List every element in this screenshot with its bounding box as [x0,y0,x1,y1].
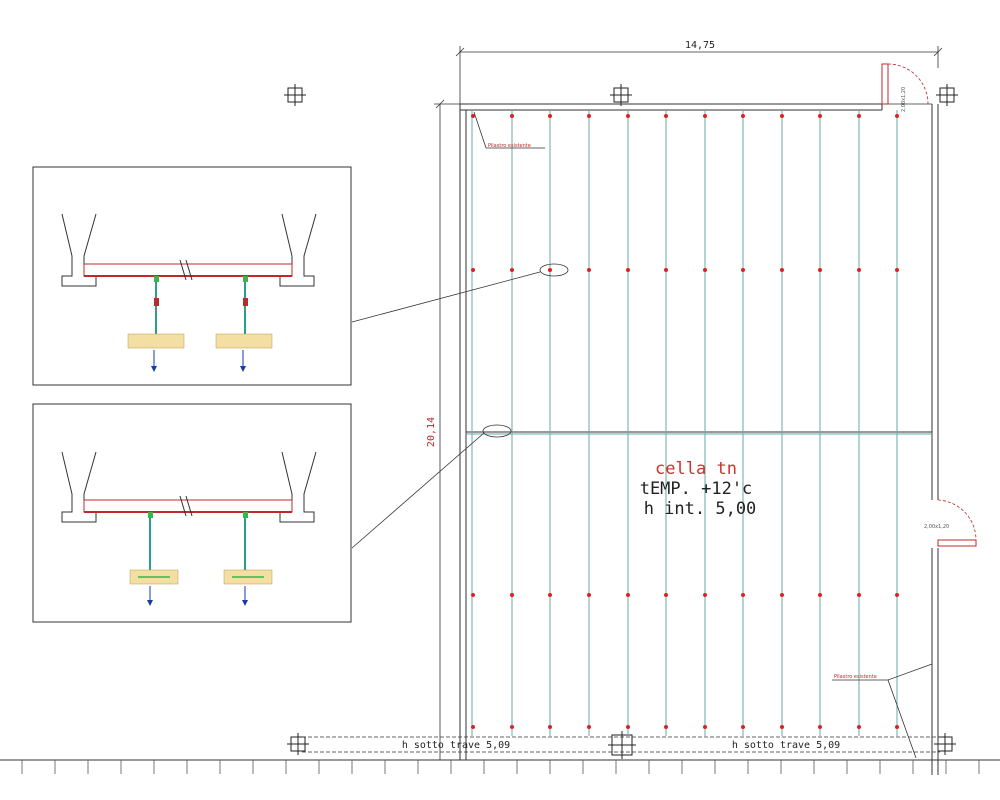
hanger-point [703,268,707,272]
hanger-point [626,725,630,729]
note-top: Pilastro esistente [488,143,531,149]
hanger-point [471,268,475,272]
room-temperature: tEMP. +12'c [640,479,753,499]
beam-outline [302,736,940,753]
door-right [937,499,977,547]
hanger-point [548,593,552,597]
hanger-point [818,114,822,118]
hanger-point [780,114,784,118]
height-dimension [434,99,460,760]
height-dimension-label: 20,14 [426,417,437,447]
hanger-point [587,114,591,118]
hanger-point [471,593,475,597]
hanger-point [780,593,784,597]
hanger-point [818,725,822,729]
hanger-point [587,593,591,597]
detail-box-1 [32,166,352,386]
detail-box-2 [32,403,352,623]
column-marker-2 [610,84,632,106]
hanger-point [895,593,899,597]
column-marker-5 [608,731,636,759]
hanger-point [857,114,861,118]
note-bottom-leader [832,663,933,759]
hanger-point [857,268,861,272]
hanger-point [548,725,552,729]
hanger-point [703,593,707,597]
note-bottom: Pilastro esistente [834,674,877,680]
rail-lines [471,110,898,736]
width-dimension-label: 14,75 [685,40,715,51]
hanger-point [626,268,630,272]
door-top [881,63,932,105]
hanger-point [664,268,668,272]
hanger-point [780,268,784,272]
hanger-point [471,725,475,729]
note-top-leader [473,111,545,149]
hanger-point [626,593,630,597]
callout-leader-2 [351,432,485,549]
hanger-point [510,725,514,729]
hanger-point [510,268,514,272]
hanger-point [895,268,899,272]
hanger-points [471,114,899,729]
room-height: h int. 5,00 [644,499,757,519]
hanger-point [703,114,707,118]
callout-ellipse-2 [482,424,512,438]
room-name: cella tn [655,459,737,479]
callout-ellipse-1 [539,263,569,277]
hanger-point [548,268,552,272]
column-marker-1 [284,84,306,106]
hanger-point [780,725,784,729]
hanger-point [587,268,591,272]
hanger-point [548,114,552,118]
hanger-point [664,725,668,729]
ground-line [0,759,1000,774]
hanger-point [510,593,514,597]
hanger-point [703,725,707,729]
hanger-point [895,725,899,729]
hanger-point [664,114,668,118]
hanger-point [857,725,861,729]
hanger-point [741,268,745,272]
column-marker-4 [287,733,309,755]
hanger-point [818,268,822,272]
hanger-point [626,114,630,118]
callout-leader-1 [351,271,541,323]
hanger-point [857,593,861,597]
column-marker-6 [934,733,956,755]
width-dimension [455,46,943,110]
hanger-point [895,114,899,118]
hanger-point [471,114,475,118]
hanger-point [818,593,822,597]
hanger-point [741,114,745,118]
hanger-point [664,593,668,597]
hanger-point [587,725,591,729]
column-marker-3 [936,84,958,106]
beam-label-right: h sotto trave 5,09 [732,740,840,751]
hanger-point [741,725,745,729]
hanger-point [741,593,745,597]
hanger-point [510,114,514,118]
door-right-label: 2,00x1,20 [924,524,949,530]
door-top-label: 2,00x1,20 [901,87,907,112]
beam-label-left: h sotto trave 5,09 [402,740,510,751]
